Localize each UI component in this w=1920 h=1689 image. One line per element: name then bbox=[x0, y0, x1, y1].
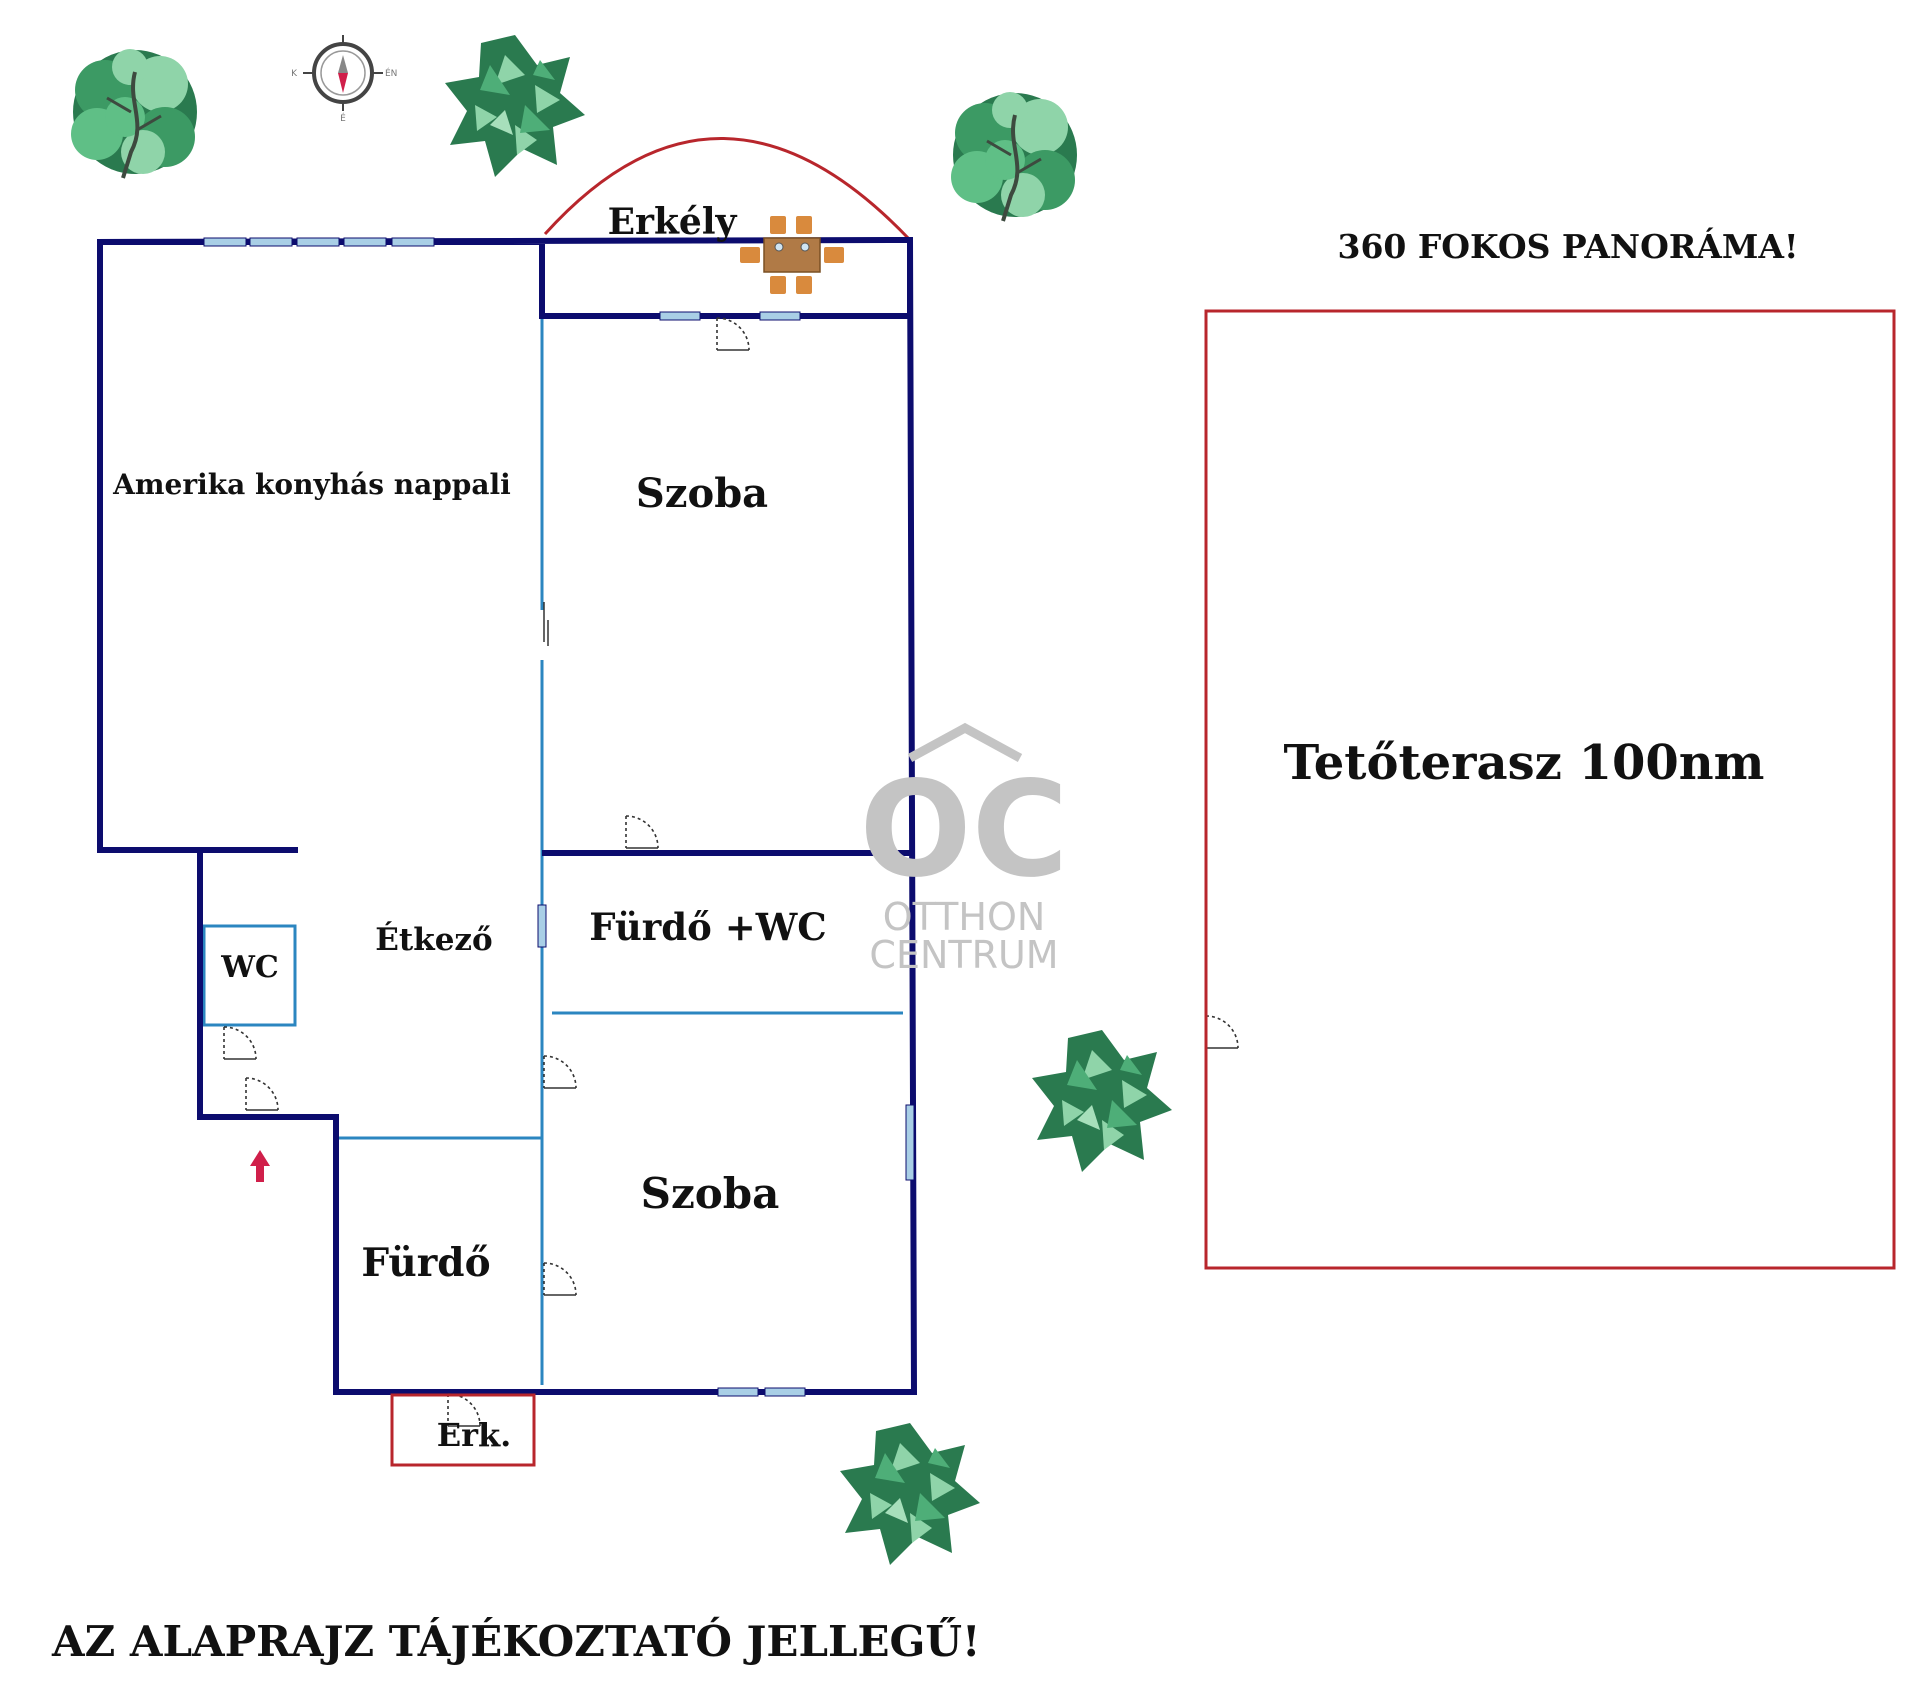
watermark-logo: OC bbox=[859, 753, 1068, 907]
tree-icon bbox=[840, 1423, 980, 1565]
room-label-nappali: Amerika konyhás nappali bbox=[112, 468, 511, 501]
windows bbox=[203, 237, 915, 1397]
terrace-heading: 360 FOKOS PANORÁMA! bbox=[1338, 226, 1799, 266]
door-swing-icon bbox=[543, 1055, 577, 1089]
room-label-szoba-top: Szoba bbox=[636, 470, 768, 517]
balcony-outline bbox=[543, 137, 912, 242]
tree-icon bbox=[1032, 1030, 1172, 1172]
door-swing-icon bbox=[543, 602, 549, 646]
room-label-furdo-wc: Fürdő +WC bbox=[589, 905, 826, 949]
watermark-line2: CENTRUM bbox=[869, 933, 1058, 977]
tree-icon bbox=[949, 90, 1079, 223]
inner-walls bbox=[202, 318, 903, 1385]
room-label-erk-small: Erk. bbox=[437, 1416, 512, 1454]
door-swing-icon bbox=[716, 317, 750, 351]
entry-arrow-icon bbox=[250, 1150, 270, 1182]
door-swing-icon bbox=[223, 1026, 257, 1060]
room-label-furdo: Fürdő bbox=[361, 1240, 490, 1286]
outer-walls bbox=[97, 236, 918, 1395]
door-swing-icon bbox=[543, 1262, 577, 1296]
watermark-line1: OTTHON bbox=[883, 895, 1046, 939]
compass-bottom-label: É bbox=[340, 112, 346, 124]
terrace-outline bbox=[1204, 309, 1896, 1270]
door-swing-icon bbox=[245, 1077, 279, 1111]
tree-icon bbox=[69, 47, 199, 180]
watermark: OC OTTHON CENTRUM bbox=[859, 722, 1069, 977]
compass-left-label: K bbox=[291, 69, 298, 79]
door-swing-icon bbox=[625, 815, 659, 849]
room-label-etkezo: Étkező bbox=[375, 920, 492, 958]
terrace-label: Tetőterasz 100nm bbox=[1284, 735, 1765, 791]
compass-icon: K ÉN É bbox=[291, 35, 397, 124]
dining-table-icon bbox=[740, 216, 844, 294]
footer-disclaimer: AZ ALAPRAJZ TÁJÉKOZTATÓ JELLEGŰ! bbox=[51, 1616, 980, 1666]
compass-right-label: ÉN bbox=[385, 67, 397, 79]
room-label-szoba-bottom: Szoba bbox=[641, 1169, 780, 1218]
door-swing-icon bbox=[1205, 1015, 1239, 1049]
small-balcony-outline bbox=[390, 1393, 536, 1467]
room-label-erkely: Erkély bbox=[608, 201, 738, 243]
tree-icon bbox=[445, 35, 585, 177]
room-label-wc: WC bbox=[220, 950, 279, 985]
